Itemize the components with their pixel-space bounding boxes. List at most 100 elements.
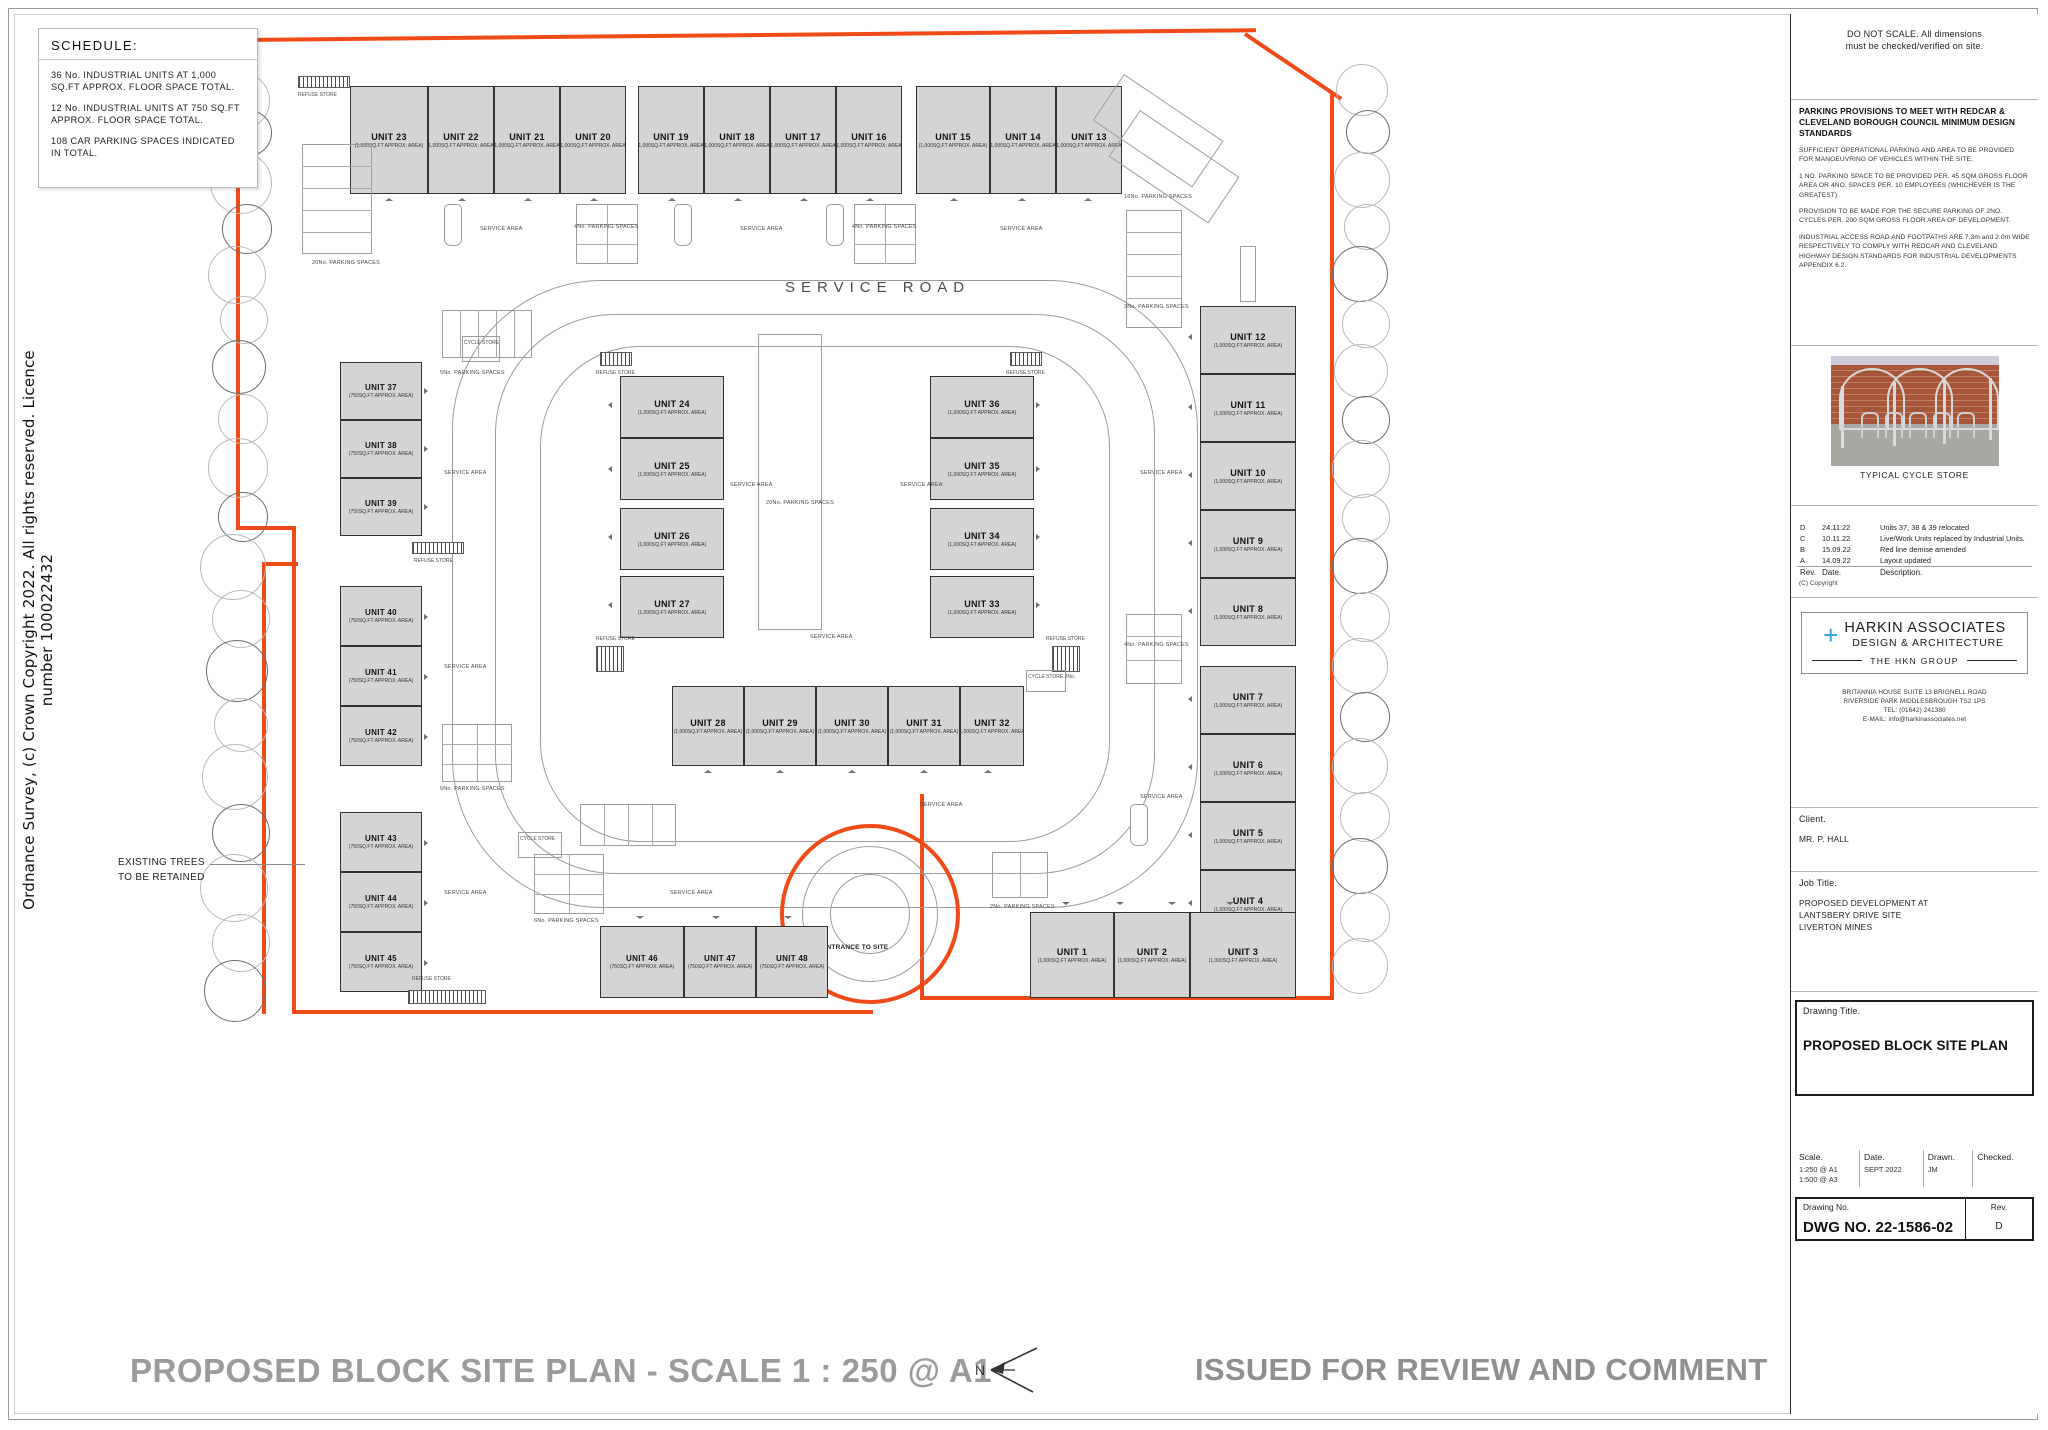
unit-block[interactable]: UNIT 18 (1,000SQ.FT APPROX. AREA) (704, 86, 770, 194)
schedule-line: 108 CAR PARKING SPACES INDICATED IN TOTA… (51, 136, 235, 158)
unit-block[interactable]: UNIT 6 (1,000SQ.FT APPROX. AREA) (1200, 734, 1296, 802)
checked-label: Checked. (1972, 1150, 2034, 1163)
parking-label: 6No. PARKING SPACES (440, 786, 505, 792)
unit-block[interactable]: UNIT 12 (1,000SQ.FT APPROX. AREA) (1200, 306, 1296, 374)
unit-block[interactable]: UNIT 28 (1,000SQ.FT APPROX. AREA) (672, 686, 744, 766)
unit-label: UNIT 46 (626, 954, 658, 963)
refuse-store-icon (1010, 352, 1042, 366)
unit-area: (1,000SQ.FT APPROX. AREA) (1117, 957, 1187, 964)
unit-block[interactable]: UNIT 27 (1,000SQ.FT APPROX. AREA) (620, 576, 724, 638)
job-title-label: Job Title. (1799, 878, 1838, 888)
unit-block[interactable]: UNIT 41 (750SQ.FT APPROX. AREA) (340, 646, 422, 706)
unit-block[interactable]: UNIT 19 (1,000SQ.FT APPROX. AREA) (638, 86, 704, 194)
unit-block[interactable]: UNIT 48 (750SQ.FT APPROX. AREA) (756, 926, 828, 998)
unit-block[interactable]: UNIT 30 (1,000SQ.FT APPROX. AREA) (816, 686, 888, 766)
unit-block[interactable]: UNIT 10 (1,000SQ.FT APPROX. AREA) (1200, 442, 1296, 510)
north-arrow-icon: N (975, 1340, 1065, 1410)
unit-block[interactable]: UNIT 8 (1,000SQ.FT APPROX. AREA) (1200, 578, 1296, 646)
unit-block[interactable]: UNIT 38 (750SQ.FT APPROX. AREA) (340, 420, 422, 478)
unit-block[interactable]: UNIT 34 (1,000SQ.FT APPROX. AREA) (930, 508, 1034, 570)
unit-area: (750SQ.FT APPROX. AREA) (348, 844, 414, 850)
unit-block[interactable]: UNIT 22 (1,000SQ.FT APPROX. AREA) (428, 86, 494, 194)
unit-label: UNIT 31 (906, 717, 942, 728)
unit-label: UNIT 40 (365, 608, 397, 617)
unit-block[interactable]: UNIT 45 (750SQ.FT APPROX. AREA) (340, 932, 422, 992)
unit-label: UNIT 34 (964, 530, 1000, 541)
service-area-label: SERVICE AREA (730, 482, 773, 488)
do-not-scale-line2: must be checked/verified on site. (1845, 41, 1984, 51)
unit-area: (1,000SQ.FT APPROX. AREA) (638, 142, 704, 149)
unit-block[interactable]: UNIT 7 (1,000SQ.FT APPROX. AREA) (1200, 666, 1296, 734)
unit-block[interactable]: UNIT 36 (1,000SQ.FT APPROX. AREA) (930, 376, 1034, 438)
refuse-store-icon (412, 542, 464, 554)
unit-area: (1,000SQ.FT APPROX. AREA) (817, 728, 887, 735)
rev-letter: C (1800, 534, 1806, 543)
unit-block[interactable]: UNIT 42 (750SQ.FT APPROX. AREA) (340, 706, 422, 766)
unit-area: (1,000SQ.FT APPROX. AREA) (1208, 957, 1278, 964)
unit-block[interactable]: UNIT 20 (1,000SQ.FT APPROX. AREA) (560, 86, 626, 194)
unit-block[interactable]: UNIT 39 (750SQ.FT APPROX. AREA) (340, 478, 422, 536)
address-line: E-MAIL: info@harkinassociates.net (1862, 716, 1967, 723)
unit-area: (1,000SQ.FT APPROX. AREA) (918, 142, 988, 149)
unit-block[interactable]: UNIT 14 (1,000SQ.FT APPROX. AREA) (990, 86, 1056, 194)
cycle-store-label: CYCLE STORE 2No. (1028, 674, 1076, 680)
unit-block[interactable]: UNIT 25 (1,000SQ.FT APPROX. AREA) (620, 438, 724, 500)
rev-date: 24.11.22 (1822, 523, 1851, 532)
unit-label: UNIT 15 (935, 131, 971, 142)
unit-label: UNIT 48 (776, 954, 808, 963)
unit-area: (1,000SQ.FT APPROX. AREA) (1213, 410, 1283, 417)
unit-block[interactable]: UNIT 44 (750SQ.FT APPROX. AREA) (340, 872, 422, 932)
checked-value (1972, 1163, 2034, 1187)
unit-block[interactable]: UNIT 40 (750SQ.FT APPROX. AREA) (340, 586, 422, 646)
unit-block[interactable]: UNIT 17 (1,000SQ.FT APPROX. AREA) (770, 86, 836, 194)
rev-letter: A (1800, 556, 1805, 565)
revision-table: D 24.11.22 Units 37, 38 & 39 relocated C… (1791, 506, 2038, 598)
service-area-label: SERVICE AREA (1000, 226, 1043, 232)
logo-company-name: HARKIN ASSOCIATES (1844, 620, 2006, 636)
unit-block[interactable]: UNIT 26 (1,000SQ.FT APPROX. AREA) (620, 508, 724, 570)
unit-label: UNIT 18 (719, 131, 755, 142)
unit-area: (1,000SQ.FT APPROX. AREA) (1213, 342, 1283, 349)
unit-block[interactable]: UNIT 2 (1,000SQ.FT APPROX. AREA) (1114, 912, 1190, 998)
unit-block[interactable]: UNIT 23 (1,000SQ.FT APPROX. AREA) (350, 86, 428, 194)
unit-block[interactable]: UNIT 37 (750SQ.FT APPROX. AREA) (340, 362, 422, 420)
unit-area: (1,000SQ.FT APPROX. AREA) (947, 541, 1017, 548)
scale-value: 1:250 @ A1 1:500 @ A3 (1799, 1165, 1838, 1184)
unit-block[interactable]: UNIT 11 (1,000SQ.FT APPROX. AREA) (1200, 374, 1296, 442)
rev-desc: Red line demise amended (1880, 545, 1966, 554)
harkin-associates-logo: + HARKIN ASSOCIATES DESIGN & ARCHITECTUR… (1801, 612, 2028, 674)
unit-block[interactable]: UNIT 35 (1,000SQ.FT APPROX. AREA) (930, 438, 1034, 500)
service-area-label: SERVICE AREA (480, 226, 523, 232)
unit-block[interactable]: UNIT 29 (1,000SQ.FT APPROX. AREA) (744, 686, 816, 766)
unit-block[interactable]: UNIT 21 (1,000SQ.FT APPROX. AREA) (494, 86, 560, 194)
job-title-line: LIVERTON MINES (1799, 922, 1873, 932)
service-area-label: SERVICE AREA (670, 890, 713, 896)
title-block: DO NOT SCALE. All dimensions must be che… (1790, 14, 2038, 1414)
schedule-box: SCHEDULE: 36 No. INDUSTRIAL UNITS AT 1,0… (38, 28, 258, 188)
revision-row: A 14.09.22 Layout updated (1797, 555, 2032, 567)
unit-label: UNIT 13 (1071, 131, 1107, 142)
unit-block[interactable]: UNIT 43 (750SQ.FT APPROX. AREA) (340, 812, 422, 872)
unit-area: (1,000SQ.FT APPROX. AREA) (960, 728, 1024, 735)
unit-block[interactable]: UNIT 32 (1,000SQ.FT APPROX. AREA) (960, 686, 1024, 766)
unit-block[interactable]: UNIT 24 (1,000SQ.FT APPROX. AREA) (620, 376, 724, 438)
unit-block[interactable]: UNIT 3 (1,000SQ.FT APPROX. AREA) (1190, 912, 1296, 998)
unit-block[interactable]: UNIT 1 (1,000SQ.FT APPROX. AREA) (1030, 912, 1114, 998)
unit-block[interactable]: UNIT 5 (1,000SQ.FT APPROX. AREA) (1200, 802, 1296, 870)
unit-label: UNIT 8 (1232, 603, 1264, 614)
unit-block[interactable]: UNIT 33 (1,000SQ.FT APPROX. AREA) (930, 576, 1034, 638)
refuse-store-label: REFUSE STORE (596, 370, 635, 376)
unit-block[interactable]: UNIT 13 (1,000SQ.FT APPROX. AREA) (1056, 86, 1122, 194)
unit-block[interactable]: UNIT 46 (750SQ.FT APPROX. AREA) (600, 926, 684, 998)
unit-block[interactable]: UNIT 16 (1,000SQ.FT APPROX. AREA) (836, 86, 902, 194)
parking-label: 2No. PARKING SPACES (990, 904, 1055, 910)
unit-block[interactable]: UNIT 9 (1,000SQ.FT APPROX. AREA) (1200, 510, 1296, 578)
unit-label: UNIT 41 (365, 668, 397, 677)
parking-label: 6No. PARKING SPACES (534, 918, 599, 924)
refuse-store-icon (408, 990, 486, 1004)
unit-block[interactable]: UNIT 31 (1,000SQ.FT APPROX. AREA) (888, 686, 960, 766)
cycle-store-box (462, 336, 500, 362)
unit-block[interactable]: UNIT 47 (750SQ.FT APPROX. AREA) (684, 926, 756, 998)
unit-block[interactable]: UNIT 15 (1,000SQ.FT APPROX. AREA) (916, 86, 990, 194)
revision-row: B 15.09.22 Red line demise amended (1797, 544, 2032, 555)
